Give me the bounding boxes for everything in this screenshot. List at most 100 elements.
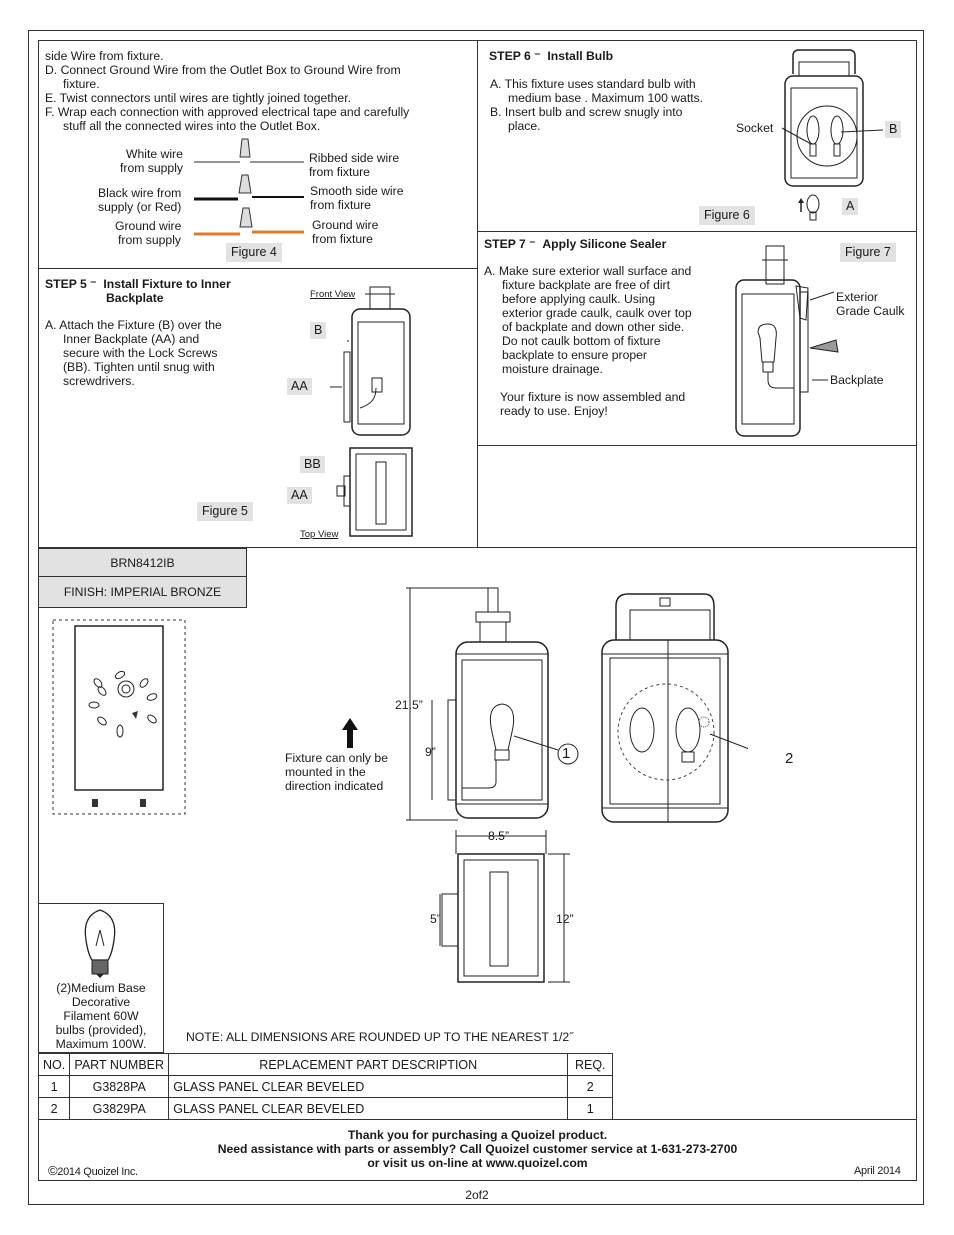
step5-line: secure with the Lock Screws	[63, 346, 218, 360]
backplate-label: Backplate	[830, 373, 884, 387]
page-frame	[28, 30, 924, 1205]
footer-thanks: Thank you for purchasing a Quoizel produ…	[347, 1128, 608, 1142]
callout-1: 1	[562, 745, 571, 762]
top-view-label: Top View	[300, 529, 339, 540]
model-number: BRN8412IB	[110, 556, 175, 570]
step6-line: place.	[508, 119, 541, 133]
blank-section	[477, 445, 917, 548]
direction-note: direction indicated	[285, 779, 384, 793]
ribbed-wire-label: Ribbed side wire	[309, 151, 400, 165]
caulk-drawing	[735, 245, 839, 437]
footer-online: or visit us on-line at www.quoizel.com	[367, 1156, 588, 1170]
bulb-icon	[84, 909, 116, 978]
label-aa-top: AA	[287, 487, 312, 504]
wiring-line: E. Twist connectors until wires are tigh…	[45, 91, 351, 105]
copyright-text: 2014 Quoizel Inc.	[57, 1166, 138, 1178]
step7-line: A. Make sure exterior wall surface and	[484, 264, 692, 278]
step5-number: STEP 5	[45, 277, 87, 291]
step6-line: A. This fixture uses standard bulb with	[490, 77, 696, 91]
step7-heading: STEP 7 ⁻ Apply Silicone Sealer	[484, 237, 667, 251]
col-header: NO.	[37, 1053, 71, 1076]
step5-line: (BB). Tighten until snug with	[63, 360, 215, 374]
col-header: REQ.	[567, 1053, 614, 1076]
black-wire-label: Black wire from	[98, 186, 182, 200]
wiring-line: stuff all the connected wires into the O…	[63, 119, 321, 133]
bulb-spec: Maximum 100W.	[55, 1037, 147, 1051]
wiring-line: D. Connect Ground Wire from the Outlet B…	[45, 63, 401, 77]
bulb-spec: Filament 60W	[63, 1009, 139, 1023]
step7-line: before applying caulk. Using	[502, 292, 656, 306]
step7-line: Do not caulk bottom of fixture	[502, 334, 661, 348]
copyright: ©2014 Quoizel Inc.	[48, 1164, 138, 1179]
step5-title-line2: Backplate	[106, 291, 164, 305]
label-b: B	[310, 322, 327, 339]
ground-wire-label: Ground wire	[115, 219, 182, 233]
step7-closing: Your fixture is now assembled and	[500, 390, 686, 404]
finish-label: FINISH: IMPERIAL BRONZE	[63, 585, 222, 599]
label-bb: BB	[300, 456, 325, 473]
bulb-box	[38, 903, 164, 1053]
wire-connector-diagram	[194, 138, 304, 236]
step5-title: Install Fixture to Inner	[103, 277, 231, 291]
fixture-dimension-drawing	[406, 587, 748, 983]
table-row: 1 G3828PA GLASS PANEL CLEAR BEVELED 2	[37, 1075, 614, 1098]
step7-number: STEP 7	[484, 237, 526, 251]
fixture-ground-label: Ground wire	[312, 218, 379, 232]
fixture-ground-label: from fixture	[312, 232, 373, 246]
figure-6-label: Figure 6	[699, 206, 755, 225]
page-number: 2of2	[465, 1188, 489, 1202]
black-wire-label: supply (or Red)	[98, 200, 182, 214]
step5-heading: STEP 5 ⁻ Install Fixture to Inner	[45, 277, 231, 291]
front-view-label: Front View	[310, 289, 356, 300]
label-aa: AA	[287, 378, 312, 395]
wiring-line: F. Wrap each connection with approved el…	[45, 105, 410, 119]
figure-7-label: Figure 7	[840, 243, 896, 262]
step5-line: screwdrivers.	[63, 374, 135, 388]
bulb-install-drawing	[781, 49, 884, 221]
dim-width: 8.5”	[488, 829, 510, 843]
caulk-label: Grade Caulk	[836, 304, 905, 318]
finish-box	[38, 576, 247, 608]
step7-line: moisture drainage.	[502, 362, 603, 376]
wiring-line: side Wire from fixture.	[45, 49, 164, 63]
step6-number: STEP 6	[489, 49, 531, 63]
white-wire-label: White wire	[126, 147, 183, 161]
cell-no: 1	[37, 1075, 71, 1098]
label-b-step6: B	[885, 121, 902, 138]
wiring-line: fixture.	[63, 77, 100, 91]
bulb-spec: bulbs (provided),	[55, 1023, 147, 1037]
cell-req: 2	[567, 1075, 614, 1098]
step7-line: fixture backplate are free of dirt	[502, 278, 671, 292]
table-header-row: NO. PART NUMBER REPLACEMENT PART DESCRIP…	[37, 1053, 614, 1076]
step6-title: Install Bulb	[547, 49, 614, 63]
footer-date: April 2014	[854, 1165, 901, 1177]
col-header: REPLACEMENT PART DESCRIPTION	[168, 1053, 569, 1076]
backplate-mount-drawing	[52, 619, 186, 815]
step6-heading: STEP 6 ⁻ Install Bulb	[489, 49, 614, 63]
step7-closing: ready to use. Enjoy!	[500, 404, 608, 418]
figure-4-label: Figure 4	[226, 243, 282, 262]
ground-wire-label: from supply	[118, 233, 181, 247]
step5-line: A. Attach the Fixture (B) over the	[45, 318, 222, 332]
parts-table: NO. PART NUMBER REPLACEMENT PART DESCRIP…	[37, 1053, 614, 1120]
dim-backplate: 9”	[425, 745, 436, 759]
callout-2: 2	[785, 750, 794, 767]
step6-line: B. Insert bulb and screw snugly into	[490, 105, 683, 119]
direction-note: mounted in the	[285, 765, 366, 779]
smooth-wire-label: Smooth side wire	[310, 184, 404, 198]
step6-line: medium base . Maximum 100 watts.	[508, 91, 704, 105]
caulk-label: Exterior	[836, 290, 878, 304]
cell-part-number: G3828PA	[69, 1075, 170, 1098]
bulb-spec: (2)Medium Base	[56, 981, 146, 995]
dim-height: 21.5”	[395, 698, 423, 712]
step5-line: Inner Backplate (AA) and	[63, 332, 200, 346]
cell-part-number: G3829PA	[69, 1097, 170, 1120]
footer-box	[38, 1119, 917, 1181]
copyright-symbol-icon: ©	[48, 1163, 58, 1178]
white-wire-label: from supply	[120, 161, 183, 175]
dim-extension: 5”	[430, 912, 441, 926]
cell-description: GLASS PANEL CLEAR BEVELED	[168, 1097, 569, 1120]
label-a-step6: A	[842, 198, 859, 215]
table-row: 2 G3829PA GLASS PANEL CLEAR BEVELED 1	[37, 1097, 614, 1120]
fixture-install-drawing	[330, 286, 413, 537]
